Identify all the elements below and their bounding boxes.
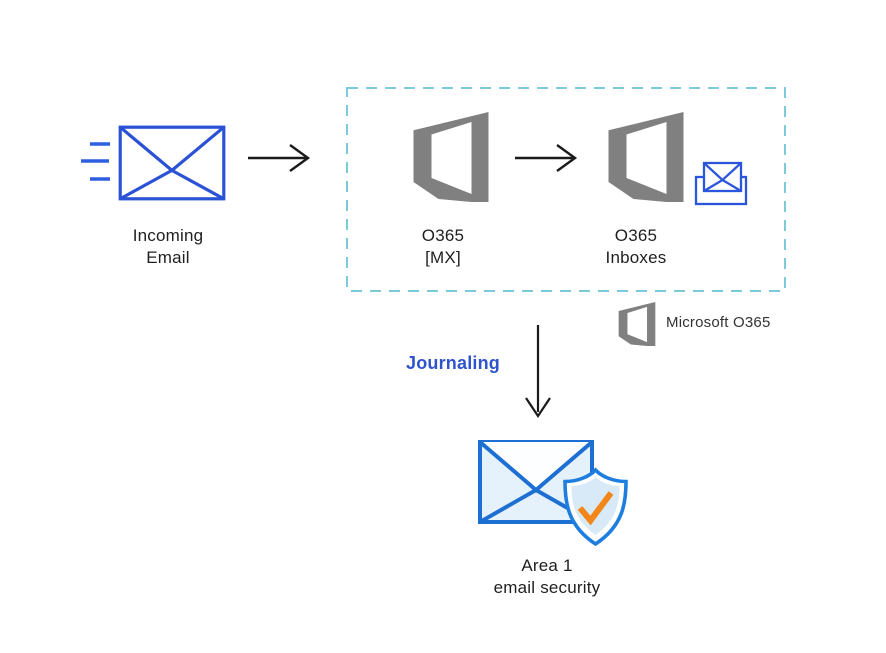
area1-label: Area 1 email security bbox=[467, 555, 627, 599]
arrow-down-icon bbox=[525, 325, 551, 418]
legend-label: Microsoft O365 bbox=[666, 314, 771, 331]
legend-o365-logo-icon bbox=[618, 302, 656, 346]
o365-inboxes-logo-icon bbox=[608, 112, 684, 202]
incoming-email-envelope-icon bbox=[118, 125, 226, 201]
inbox-tray-envelope-icon bbox=[694, 161, 748, 206]
o365-mx-logo-icon bbox=[413, 112, 489, 202]
speed-lines-icon bbox=[81, 142, 110, 181]
o365-mx-label-line2: [MX] bbox=[425, 248, 461, 267]
area1-label-line2: email security bbox=[493, 578, 601, 597]
o365-inboxes-label-line2: Inboxes bbox=[605, 248, 667, 267]
area1-label-line1: Area 1 bbox=[521, 556, 573, 575]
o365-dashed-boundary bbox=[346, 87, 786, 292]
area1-envelope-shield-check-icon bbox=[478, 440, 628, 547]
arrow-right-icon bbox=[515, 144, 578, 172]
incoming-email-label-line2: Email bbox=[146, 248, 190, 267]
arrow-right-icon bbox=[248, 144, 311, 172]
o365-mx-label: O365 [MX] bbox=[383, 225, 503, 269]
incoming-email-label-line1: Incoming bbox=[132, 226, 204, 245]
o365-inboxes-label-line1: O365 bbox=[614, 226, 658, 245]
o365-mx-label-line1: O365 bbox=[421, 226, 465, 245]
o365-inboxes-label: O365 Inboxes bbox=[576, 225, 696, 269]
incoming-email-label: Incoming Email bbox=[103, 225, 233, 269]
journaling-label: Journaling bbox=[405, 353, 500, 373]
